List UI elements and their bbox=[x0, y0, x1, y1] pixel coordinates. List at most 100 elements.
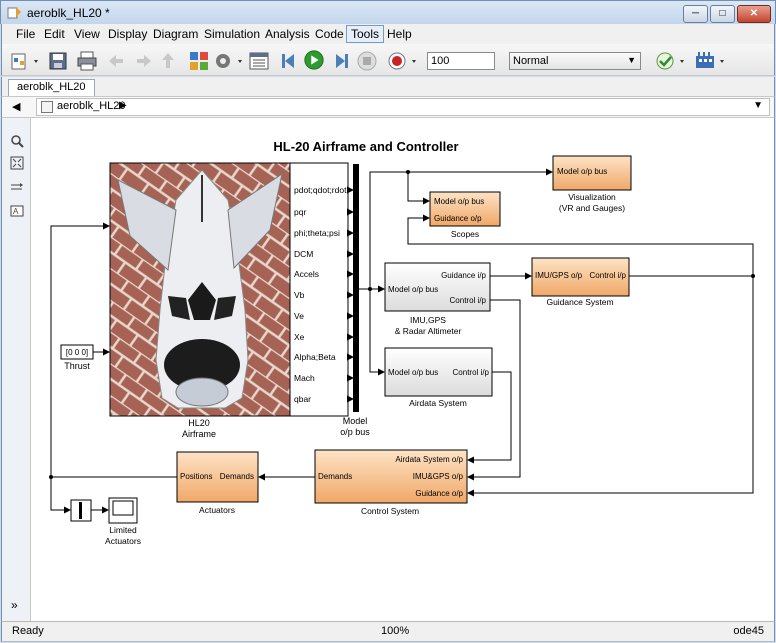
bus-input-lines bbox=[347, 186, 354, 403]
visualization-label-1: Visualization bbox=[568, 192, 616, 202]
port-vb: Vb bbox=[294, 290, 305, 300]
branch-points bbox=[49, 170, 755, 479]
port-xe: Xe bbox=[294, 332, 305, 342]
run-icon[interactable] bbox=[302, 49, 326, 71]
limited-actuators-scope-block[interactable] bbox=[108, 497, 138, 524]
airdata-output-port: Control i/p bbox=[453, 368, 490, 377]
visualization-port: Model o/p bus bbox=[557, 167, 607, 176]
airframe-output-ports: pdot;qdot;rdot pqr phi;theta;psi DCM Acc… bbox=[294, 185, 347, 404]
airframe-label-1: HL20 bbox=[188, 418, 210, 428]
step-back-icon[interactable] bbox=[278, 50, 300, 72]
menu-help[interactable]: Help bbox=[387, 27, 412, 41]
scopes-label: Scopes bbox=[451, 229, 479, 239]
diagram-title: HL-20 Airframe and Controller bbox=[273, 139, 458, 154]
sensors-block[interactable] bbox=[384, 262, 491, 312]
bus-creator-block[interactable] bbox=[353, 164, 359, 412]
print-icon[interactable] bbox=[76, 50, 98, 72]
airdata-input-port: Model o/p bus bbox=[388, 368, 438, 377]
svg-text:A: A bbox=[13, 207, 19, 216]
block-diagram: HL-20 Airframe and Controller HL20 Airfr… bbox=[49, 139, 755, 546]
hide-browser-icon[interactable]: ◀ bbox=[12, 101, 21, 113]
port-ve: Ve bbox=[294, 311, 304, 321]
chevron-down-icon: ▼ bbox=[627, 55, 636, 65]
scopes-port-2: Guidance o/p bbox=[434, 214, 482, 223]
actuators-output-port: Positions bbox=[180, 472, 212, 481]
control-label: Control System bbox=[361, 506, 419, 516]
visualization-label-2: (VR and Gauges) bbox=[559, 203, 625, 213]
library-browser-icon[interactable] bbox=[188, 50, 210, 72]
stop-icon[interactable] bbox=[356, 50, 378, 72]
sensors-label-2: & Radar Altimeter bbox=[395, 326, 462, 336]
sensors-input-port: Model o/p bus bbox=[388, 285, 438, 294]
guidance-output-port: Control i/p bbox=[590, 271, 627, 280]
port-phi-theta-psi: phi;theta;psi bbox=[294, 228, 340, 238]
window-title: aeroblk_HL20 * bbox=[27, 6, 110, 20]
settings-gear-icon[interactable] bbox=[212, 50, 246, 72]
arrow-right-icon[interactable] bbox=[10, 180, 24, 194]
minimize-button[interactable]: ─ bbox=[683, 5, 708, 23]
status-text: Ready bbox=[12, 625, 44, 637]
annotation-icon[interactable]: A bbox=[10, 204, 24, 218]
control-system-block[interactable] bbox=[314, 449, 468, 504]
address-bar: ◀ aeroblk_HL20 ▶ ▼ bbox=[1, 96, 775, 118]
breadcrumb-dropdown-icon[interactable]: ▼ bbox=[753, 100, 763, 111]
menu-simulation[interactable]: Simulation bbox=[204, 27, 261, 41]
menu-file[interactable]: File bbox=[16, 27, 36, 41]
breadcrumb-model[interactable]: aeroblk_HL20 bbox=[57, 100, 126, 112]
stop-time-input[interactable]: 100 bbox=[427, 52, 495, 70]
airframe-label-2: Airframe bbox=[182, 429, 216, 439]
guidance-label: Guidance System bbox=[546, 297, 613, 307]
airdata-system-block[interactable] bbox=[384, 347, 493, 397]
port-mach: Mach bbox=[294, 373, 315, 383]
guidance-input-port: IMU/GPS o/p bbox=[535, 271, 583, 280]
new-model-icon[interactable] bbox=[10, 50, 44, 72]
breadcrumb: aeroblk_HL20 ▶ ▼ bbox=[36, 98, 770, 116]
model-icon bbox=[41, 101, 53, 113]
thrust-value: [0 0 0] bbox=[66, 348, 88, 357]
menu-view[interactable]: View bbox=[74, 27, 100, 41]
menu-tools[interactable]: Tools bbox=[346, 25, 385, 43]
sensors-output-port-1: Guidance i/p bbox=[441, 271, 486, 280]
status-bar: Ready 100% ode45 bbox=[1, 621, 775, 642]
hl20-spacecraft-image bbox=[117, 169, 283, 409]
hl20-airframe-block[interactable] bbox=[109, 162, 349, 417]
close-button[interactable]: ✕ bbox=[737, 5, 771, 23]
bus-label-2: o/p bus bbox=[340, 427, 370, 437]
sensors-label-1: IMU,GPS bbox=[410, 315, 446, 325]
menu-diagram[interactable]: Diagram bbox=[153, 27, 199, 41]
record-icon[interactable] bbox=[386, 50, 422, 72]
menu-display[interactable]: Display bbox=[108, 27, 148, 41]
model-advisor-check-icon[interactable] bbox=[654, 50, 690, 72]
menu-code[interactable]: Code bbox=[315, 27, 344, 41]
zoom-icon[interactable] bbox=[10, 134, 24, 148]
fit-to-view-icon[interactable] bbox=[10, 156, 24, 170]
save-icon[interactable] bbox=[48, 50, 68, 72]
tab-aeroblk-hl20[interactable]: aeroblk_HL20 bbox=[8, 79, 95, 96]
expand-palette-icon[interactable]: » bbox=[11, 598, 18, 612]
solver-name[interactable]: ode45 bbox=[733, 625, 764, 637]
visualization-block[interactable] bbox=[552, 155, 632, 191]
back-arrow-icon bbox=[109, 55, 123, 67]
scopes-port-1: Model o/p bus bbox=[434, 197, 484, 206]
step-forward-icon[interactable] bbox=[330, 50, 352, 72]
control-input-port-3: Guidance o/p bbox=[415, 489, 463, 498]
build-model-icon[interactable] bbox=[694, 50, 730, 72]
simulation-mode-select[interactable]: Normal ▼ bbox=[509, 52, 641, 70]
port-qbar: qbar bbox=[294, 394, 311, 404]
actuators-block[interactable] bbox=[176, 451, 259, 503]
title-bar: aeroblk_HL20 * ─ □ ✕ bbox=[0, 0, 776, 24]
sensors-output-port-2: Control i/p bbox=[450, 296, 487, 305]
simulation-mode-value: Normal bbox=[513, 55, 549, 67]
menu-analysis[interactable]: Analysis bbox=[265, 27, 310, 41]
simulink-app-icon bbox=[7, 7, 21, 19]
model-explorer-icon[interactable] bbox=[248, 50, 270, 72]
menu-edit[interactable]: Edit bbox=[44, 27, 65, 41]
zoom-level: 100% bbox=[381, 625, 410, 637]
limited-actuators-label-1: Limited bbox=[109, 525, 137, 535]
guidance-system-block[interactable] bbox=[531, 257, 630, 297]
scopes-block[interactable] bbox=[429, 191, 501, 227]
breadcrumb-arrow-icon[interactable]: ▶ bbox=[119, 100, 127, 111]
toolbar bbox=[1, 44, 775, 76]
control-output-port: Demands bbox=[318, 472, 352, 481]
maximize-button[interactable]: □ bbox=[710, 5, 735, 23]
